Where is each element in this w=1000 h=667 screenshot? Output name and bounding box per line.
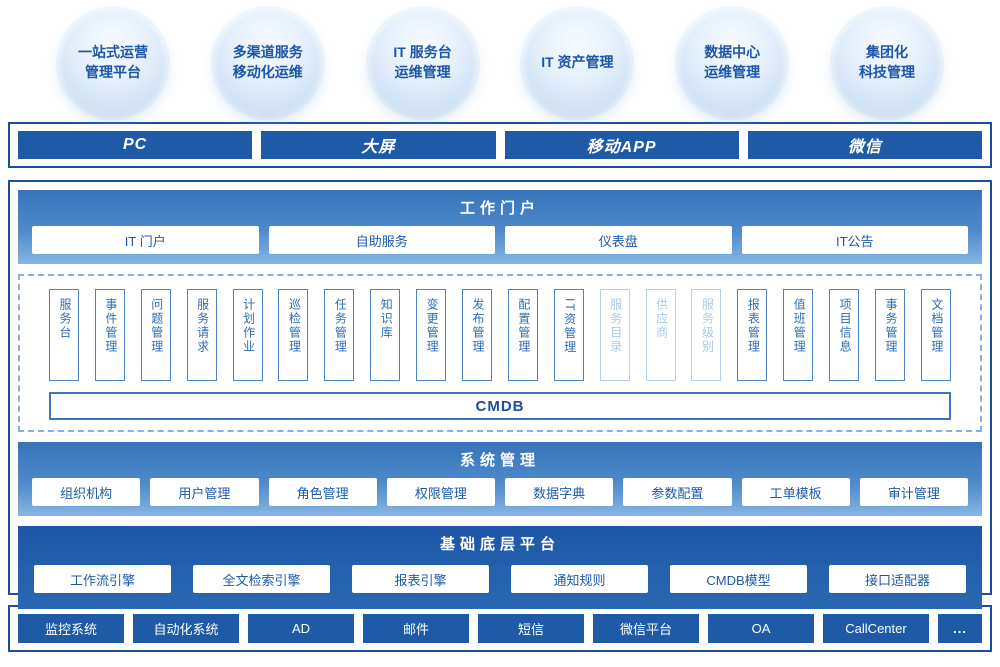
bubble-label: 管理平台: [85, 64, 141, 80]
bubble-label: 数据中心: [704, 44, 761, 61]
platform-item-cmdb-model: CMDB模型: [670, 565, 807, 593]
bubble-label: 运维管理: [704, 64, 761, 80]
module-release-mgmt: 发布管理: [462, 289, 493, 381]
portal-band: 工作门户 IT 门户 自助服务 仪表盘 IT公告: [18, 190, 982, 264]
platform-item-report-engine: 报表引擎: [352, 565, 489, 593]
system-band: 系统管理 组织机构 用户管理 角色管理 权限管理 数据字典 参数配置 工单模板 …: [18, 442, 982, 516]
integration-automation-system: 自动化系统: [133, 614, 239, 643]
integration-sms: 短信: [478, 614, 584, 643]
bubble-multichannel-ops: 多渠道服务 移动化运维: [216, 12, 319, 114]
module-change-mgmt: 变更管理: [416, 289, 447, 381]
modules-row: 服务台 事件管理 问题管理 服务请求 计划作业 巡检管理 任务管理 知识库 变更…: [35, 289, 965, 381]
portal-title: 工作门户: [459, 200, 540, 217]
bubble-label: 一站式运营: [78, 44, 148, 61]
portal-items-row: IT 门户 自助服务 仪表盘 IT公告: [32, 226, 968, 254]
integration-wechat-platform: 微信平台: [593, 614, 699, 643]
portal-item-it-portal: IT 门户: [32, 226, 259, 254]
module-supplier: 供应商: [645, 289, 676, 381]
module-project-info: 项目信息: [829, 289, 860, 381]
platform-band: 基础底层平台 工作流引擎 全文检索引擎 报表引擎 通知规则 CMDB模型 接口适…: [18, 526, 982, 609]
module-document-mgmt: 文档管理: [920, 289, 951, 381]
main-panel: 工作门户 IT 门户 自助服务 仪表盘 IT公告 服务台 事件管理 问题管理 服…: [8, 180, 992, 609]
bubble-label: 集团化: [865, 44, 908, 61]
bubble-operation-platform: 一站式运营 管理平台: [62, 12, 164, 114]
portal-item-it-announcement: IT公告: [741, 226, 968, 254]
bubble-datacenter-ops: 数据中心 运维管理: [681, 12, 784, 114]
module-problem-mgmt: 问题管理: [140, 289, 171, 381]
integration-more: ...: [938, 614, 982, 643]
module-inspection-mgmt: 巡检管理: [278, 289, 309, 381]
module-service-request: 服务请求: [186, 289, 217, 381]
integration-callcenter: CallCenter: [823, 614, 929, 643]
channel-bigscreen: 大屏: [261, 131, 496, 159]
module-service-level: 服务级别: [691, 289, 722, 381]
channel-pc: PC: [18, 131, 253, 159]
system-item-data-dictionary: 数据字典: [505, 478, 614, 506]
bubble-label: 科技管理: [858, 64, 915, 80]
module-report-mgmt: 报表管理: [737, 289, 768, 381]
system-item-role-mgmt: 角色管理: [268, 478, 377, 506]
platform-item-fulltext-search-engine: 全文检索引擎: [193, 565, 330, 593]
portal-item-self-service: 自助服务: [268, 226, 495, 254]
bubble-label: IT 服务台: [393, 44, 452, 61]
bubble-label: 运维管理: [394, 64, 451, 80]
bubble-label: IT 资产管理: [541, 54, 614, 71]
bubble-label: 移动化运维: [232, 64, 303, 80]
system-item-user-mgmt: 用户管理: [150, 478, 259, 506]
integrations-box: 监控系统 自动化系统 AD 邮件 短信 微信平台 OA CallCenter .…: [8, 605, 992, 652]
integration-monitoring-system: 监控系统: [18, 614, 124, 643]
module-service-catalog: 服务目录: [599, 289, 630, 381]
module-affairs-mgmt: 事务管理: [875, 289, 906, 381]
integration-ad: AD: [248, 614, 354, 643]
system-item-organization: 组织机构: [32, 478, 141, 506]
platform-item-workflow-engine: 工作流引擎: [34, 565, 171, 593]
channel-mobile-app: 移动APP: [504, 131, 739, 159]
portal-item-dashboard: 仪表盘: [505, 226, 732, 254]
module-duty-mgmt: 值班管理: [783, 289, 814, 381]
module-config-mgmt: 配置管理: [507, 289, 538, 381]
module-it-asset-mgmt: IT资管理: [553, 289, 584, 381]
module-incident-mgmt: 事件管理: [94, 289, 125, 381]
platform-item-notification-rules: 通知规则: [511, 565, 648, 593]
platform-items-row: 工作流引擎 全文检索引擎 报表引擎 通知规则 CMDB模型 接口适配器: [32, 565, 968, 596]
cmdb-bar: CMDB: [49, 392, 951, 420]
system-item-parameter-config: 参数配置: [623, 478, 732, 506]
system-item-ticket-template: 工单模板: [741, 478, 850, 506]
integration-email: 邮件: [363, 614, 469, 643]
bubble-it-asset: IT 资产管理: [526, 12, 629, 114]
system-item-permission-mgmt: 权限管理: [386, 478, 495, 506]
platform-item-interface-adapter: 接口适配器: [829, 565, 966, 593]
module-service-desk: 服务台: [49, 289, 79, 381]
module-knowledge-base: 知识库: [370, 289, 401, 381]
channel-wechat: 微信: [747, 131, 982, 159]
integration-oa: OA: [708, 614, 814, 643]
module-task-mgmt: 任务管理: [324, 289, 355, 381]
system-title: 系统管理: [459, 452, 540, 469]
modules-area: 服务台 事件管理 问题管理 服务请求 计划作业 巡检管理 任务管理 知识库 变更…: [18, 274, 982, 432]
platform-title: 基础底层平台: [439, 536, 560, 553]
channels-box: PC 大屏 移动APP 微信: [8, 122, 992, 168]
module-planned-jobs: 计划作业: [232, 289, 263, 381]
bubbles-row: 一站式运营 管理平台 多渠道服务 移动化运维 IT 服务台 运维管理 IT 资产…: [0, 0, 1000, 120]
system-item-audit-mgmt: 审计管理: [859, 478, 968, 506]
system-items-row: 组织机构 用户管理 角色管理 权限管理 数据字典 参数配置 工单模板 审计管理: [32, 478, 968, 506]
bubble-group-tech: 集团化 科技管理: [835, 12, 938, 114]
bubble-label: 多渠道服务: [232, 44, 303, 61]
bubble-service-desk-ops: IT 服务台 运维管理: [371, 12, 474, 114]
